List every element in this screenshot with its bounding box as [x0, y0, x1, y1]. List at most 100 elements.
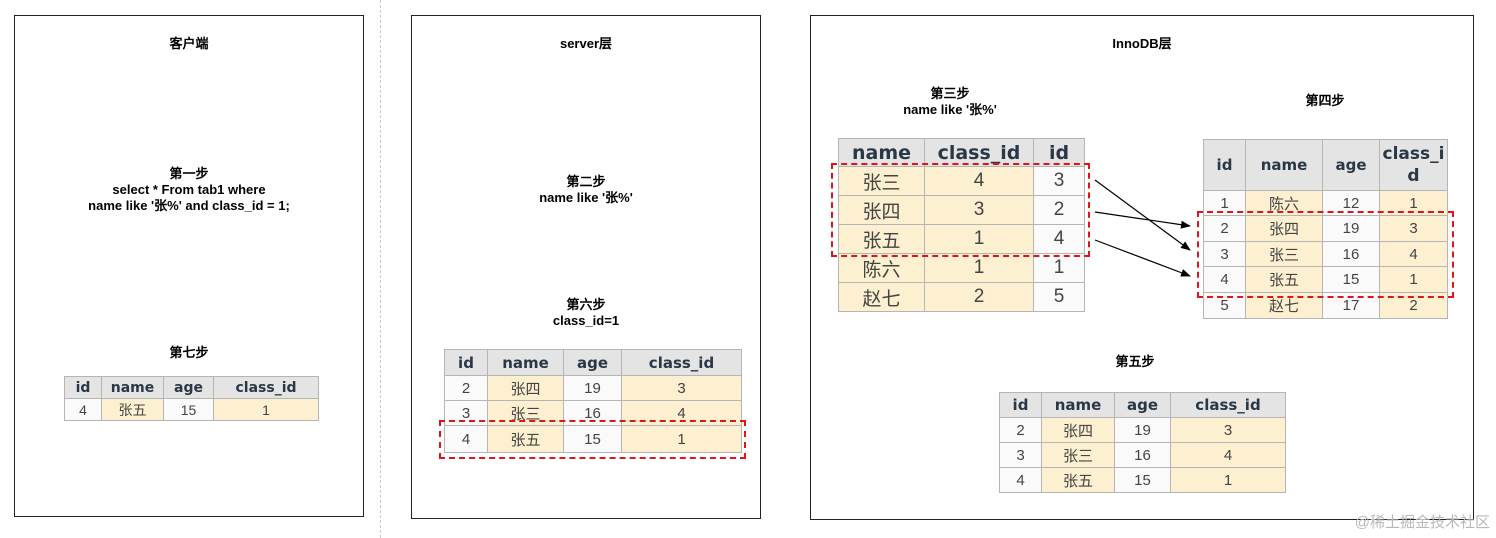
- cell-age: 15: [1114, 467, 1171, 493]
- cell-class-id: 3: [621, 375, 742, 401]
- cell-id: 2: [444, 375, 488, 401]
- cell-class-id: 1: [213, 398, 319, 421]
- col-header-name: name: [1041, 392, 1115, 418]
- highlight-row-lookup: [1197, 211, 1454, 298]
- table-row: 3 张三 16 4: [999, 442, 1286, 468]
- cell-id: 4: [444, 425, 488, 453]
- result-table-step7: id name age class_id 4 张五 15 1: [64, 376, 319, 421]
- cell-class-id: 1: [924, 253, 1034, 283]
- secondary-index-table: name class_id id 张三 4 3 张四 3 2 张五 1 4 陈六…: [838, 138, 1085, 312]
- table-row: 张四 3 2: [838, 195, 1085, 225]
- step1-sql-line2: name like '张%' and class_id = 1;: [88, 198, 290, 213]
- step6-condition: class_id=1: [552, 313, 620, 328]
- highlight-index-matches: [831, 163, 1090, 257]
- cell-age: 16: [1114, 442, 1171, 468]
- table-row: 赵七 2 5: [838, 282, 1085, 312]
- col-header-id: id: [444, 349, 488, 376]
- cell-id: 2: [1033, 195, 1085, 225]
- cell-class-id: 2: [924, 282, 1034, 312]
- cell-name: 张四: [838, 195, 925, 225]
- cell-id: 2: [999, 417, 1042, 443]
- cell-age: 17: [1322, 292, 1380, 319]
- client-panel: 客户端 第一步 select * From tab1 where name li…: [14, 15, 364, 517]
- cell-age: 16: [1322, 241, 1380, 267]
- cell-id: 1: [1033, 253, 1085, 283]
- step5-label: 第五步: [1115, 354, 1155, 369]
- cell-age: 15: [563, 425, 622, 453]
- cell-name: 张五: [1041, 467, 1115, 493]
- table-row: 2 张四 19 3: [1203, 215, 1448, 242]
- step1-label-group: 第一步 select * From tab1 where name like '…: [15, 166, 363, 214]
- step6-label: 第六步: [566, 297, 606, 312]
- cell-age: 19: [563, 375, 622, 401]
- cell-id: 3: [1203, 241, 1246, 267]
- cell-id: 4: [999, 467, 1042, 493]
- cell-name: 张三: [838, 166, 925, 196]
- col-header-age: age: [1114, 392, 1171, 418]
- cell-class-id: 1: [1170, 467, 1286, 493]
- cell-class-id: 1: [621, 425, 742, 453]
- step1-label: 第一步: [169, 166, 209, 181]
- col-header-class-id: class_id: [213, 376, 319, 399]
- col-header-name: name: [101, 376, 164, 399]
- clustered-index-table: id name age class_id 1 陈六 12 1 2 张四 19 3…: [1203, 139, 1448, 319]
- cell-name: 张五: [101, 398, 164, 421]
- arrow-to-id-4: [1094, 239, 1191, 277]
- table-row: 3 张三 16 4: [1203, 241, 1448, 267]
- cell-id: 3: [999, 442, 1042, 468]
- step3-condition: name like '张%': [903, 102, 997, 117]
- table-row: 4 张五 15 1: [64, 398, 319, 421]
- cell-name: 张四: [1041, 417, 1115, 443]
- cell-id: 2: [1203, 215, 1246, 242]
- cell-name: 张四: [1245, 215, 1323, 242]
- client-title: 客户端: [169, 36, 209, 51]
- col-header-class-id: class_id: [1170, 392, 1286, 418]
- cell-name: 张五: [487, 425, 564, 453]
- step2-condition: name like '张%': [539, 190, 633, 205]
- table-row: 4 张五 15 1: [999, 467, 1286, 493]
- cell-id: 4: [1033, 224, 1085, 254]
- table-row: 2 张四 19 3: [444, 375, 742, 401]
- watermark: @稀土掘金技术社区: [1354, 514, 1490, 531]
- col-header-age: age: [563, 349, 622, 376]
- step3-label-group: 第三步 name like '张%': [880, 86, 1020, 118]
- cell-class-id: 3: [924, 195, 1034, 225]
- cell-name: 张三: [1245, 241, 1323, 267]
- cell-id: 3: [1033, 166, 1085, 196]
- col-header-id: id: [1033, 138, 1085, 167]
- cell-id: 5: [1033, 282, 1085, 312]
- cell-name: 赵七: [838, 282, 925, 312]
- cell-name: 张五: [838, 224, 925, 254]
- step4-label: 第四步: [1305, 93, 1345, 108]
- innodb-title: InnoDB层: [1112, 36, 1172, 51]
- col-header-id: id: [999, 392, 1042, 418]
- table-row: 2 张四 19 3: [999, 417, 1286, 443]
- col-header-name: name: [1245, 139, 1323, 191]
- table-row: 张三 4 3: [838, 166, 1085, 196]
- cell-class-id: 4: [1379, 241, 1448, 267]
- step3-label: 第三步: [930, 86, 970, 101]
- step2-label: 第二步: [566, 174, 606, 189]
- col-header-id: id: [64, 376, 102, 399]
- server-title: server层: [559, 36, 613, 51]
- arrow-to-id-3: [1094, 179, 1191, 251]
- table-row: 张五 1 4: [838, 224, 1085, 254]
- step7-label: 第七步: [169, 345, 209, 360]
- step2-label-group: 第二步 name like '张%': [412, 174, 760, 206]
- panel-divider: [380, 0, 381, 538]
- table-row: 陈六 1 1: [838, 253, 1085, 283]
- cell-age: 15: [163, 398, 214, 421]
- col-header-age: age: [163, 376, 214, 399]
- cell-id: 4: [64, 398, 102, 421]
- table-row: 4 张五 15 1: [444, 425, 742, 453]
- col-header-id: id: [1203, 139, 1246, 191]
- step6-label-group: 第六步 class_id=1: [412, 297, 760, 329]
- cell-name: 张四: [487, 375, 564, 401]
- cell-class-id: 4: [924, 166, 1034, 196]
- returned-rows-table-step5: id name age class_id 2 张四 19 3 3 张三 16 4…: [999, 392, 1286, 493]
- cell-name: 张三: [1041, 442, 1115, 468]
- cell-name: 陈六: [838, 253, 925, 283]
- col-header-name: name: [487, 349, 564, 376]
- cell-age: 19: [1322, 215, 1380, 242]
